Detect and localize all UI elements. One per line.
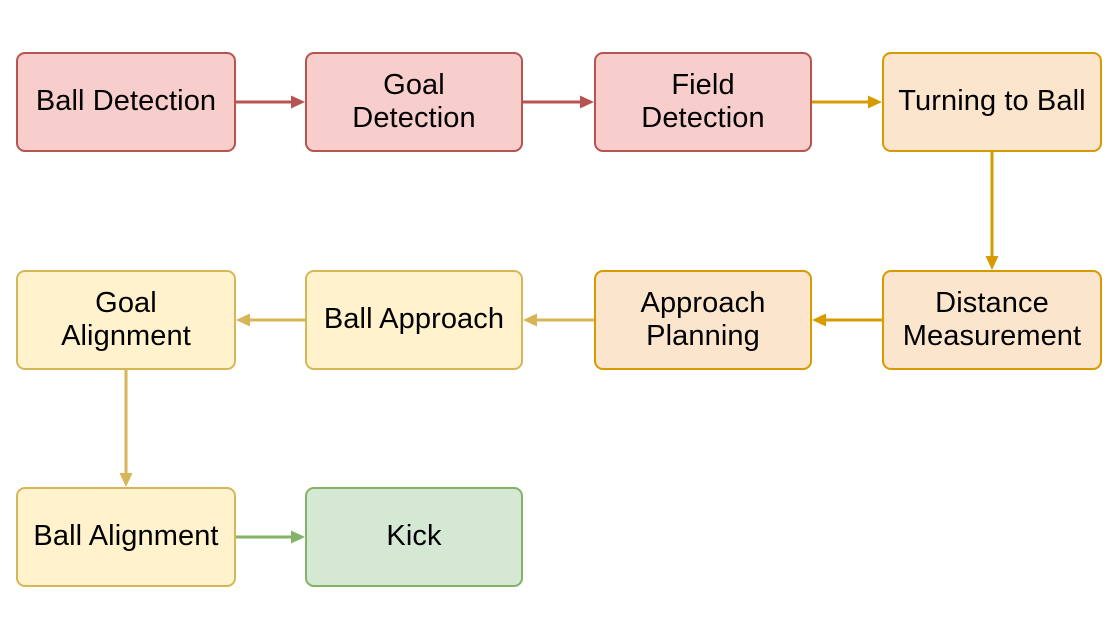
node-ball-alignment[interactable]: Ball Alignment (16, 487, 236, 587)
node-turning-to-ball[interactable]: Turning to Ball (882, 52, 1102, 152)
node-label: Approach Planning (640, 286, 766, 352)
node-goal-detection[interactable]: Goal Detection (305, 52, 523, 152)
node-label: Field Detection (641, 68, 765, 134)
edge-field-detection-to-turning-to-ball (812, 95, 882, 109)
arrowhead-icon (580, 95, 594, 109)
node-label: Goal Alignment (61, 286, 191, 352)
arrowhead-icon (523, 313, 537, 327)
edge-ball-approach-to-goal-alignment (236, 313, 305, 327)
node-label: Turning to Ball (898, 85, 1086, 118)
edge-goal-alignment-to-ball-alignment (119, 370, 133, 487)
node-label: Ball Alignment (33, 520, 219, 553)
edge-ball-detection-to-goal-detection (236, 95, 305, 109)
node-label: Ball Approach (323, 303, 505, 336)
arrowhead-icon (236, 313, 250, 327)
arrowhead-icon (291, 95, 305, 109)
edge-turning-to-ball-to-distance-measurement (985, 152, 999, 270)
arrowhead-icon (119, 473, 133, 487)
edge-distance-measurement-to-approach-planning (812, 313, 882, 327)
node-distance-measurement[interactable]: Distance Measurement (882, 270, 1102, 370)
edge-ball-alignment-to-kick (236, 530, 305, 544)
node-label: Kick (386, 520, 442, 553)
arrowhead-icon (985, 256, 999, 270)
node-approach-planning[interactable]: Approach Planning (594, 270, 812, 370)
node-kick[interactable]: Kick (305, 487, 523, 587)
node-label: Ball Detection (35, 85, 217, 118)
node-ball-approach[interactable]: Ball Approach (305, 270, 523, 370)
node-ball-detection[interactable]: Ball Detection (16, 52, 236, 152)
node-label: Distance Measurement (902, 286, 1082, 352)
edge-approach-planning-to-ball-approach (523, 313, 594, 327)
arrowhead-icon (868, 95, 882, 109)
arrowhead-icon (291, 530, 305, 544)
node-goal-alignment[interactable]: Goal Alignment (16, 270, 236, 370)
arrowhead-icon (812, 313, 826, 327)
edge-goal-detection-to-field-detection (523, 95, 594, 109)
node-label: Goal Detection (352, 68, 476, 134)
node-field-detection[interactable]: Field Detection (594, 52, 812, 152)
